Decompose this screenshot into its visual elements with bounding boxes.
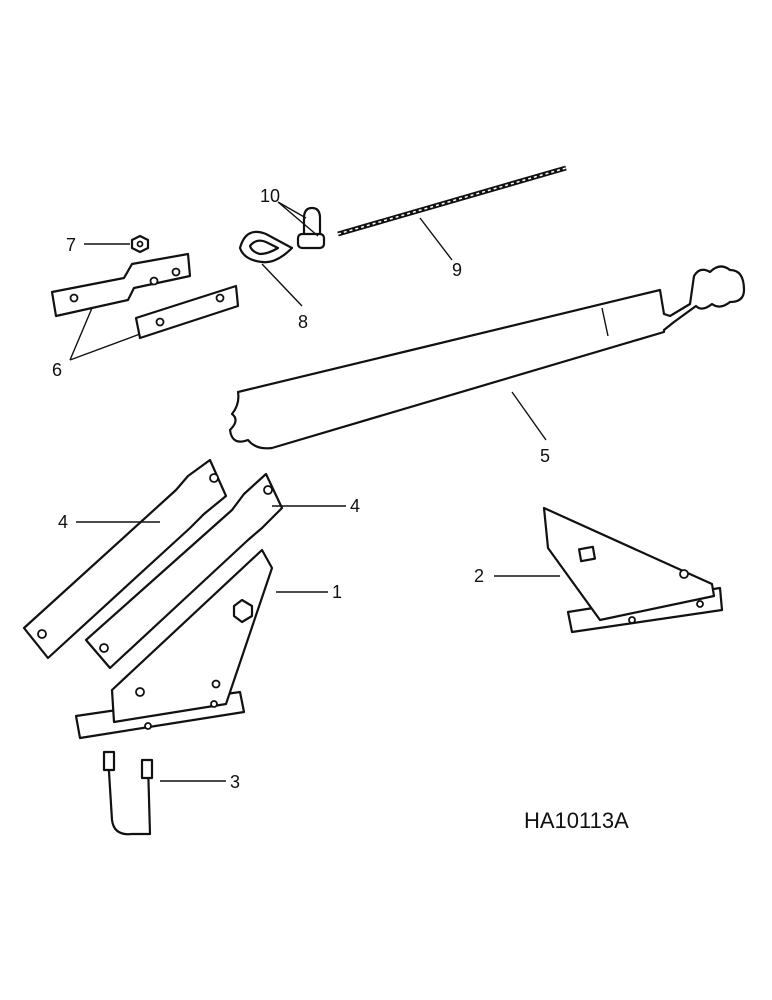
callout-6: 6 <box>52 360 62 380</box>
callout-3: 3 <box>230 772 240 792</box>
callout-4-right: 4 <box>350 496 360 516</box>
callout-10: 10 <box>260 186 280 206</box>
part-9-cable <box>337 165 567 237</box>
part-6-straps <box>50 252 240 340</box>
callout-2: 2 <box>474 566 484 586</box>
callout-1: 1 <box>332 582 342 602</box>
callout-7: 7 <box>66 235 76 255</box>
callout-8: 8 <box>298 312 308 332</box>
leader-lines <box>69 201 560 782</box>
part-7-nut <box>130 234 150 254</box>
part-5-hydraulic-cylinder <box>228 265 746 450</box>
callout-5: 5 <box>540 446 550 466</box>
part-8-thimble <box>238 230 294 264</box>
part-10-cable-clamp <box>296 206 326 250</box>
callout-9: 9 <box>452 260 462 280</box>
part-4-arms <box>22 458 284 670</box>
part-3-u-bolt <box>102 750 154 836</box>
part-1-bracket <box>74 548 274 740</box>
part-2-bracket <box>542 506 724 634</box>
callout-4-left: 4 <box>58 512 68 532</box>
drawing-code: HA10113A <box>524 808 629 833</box>
